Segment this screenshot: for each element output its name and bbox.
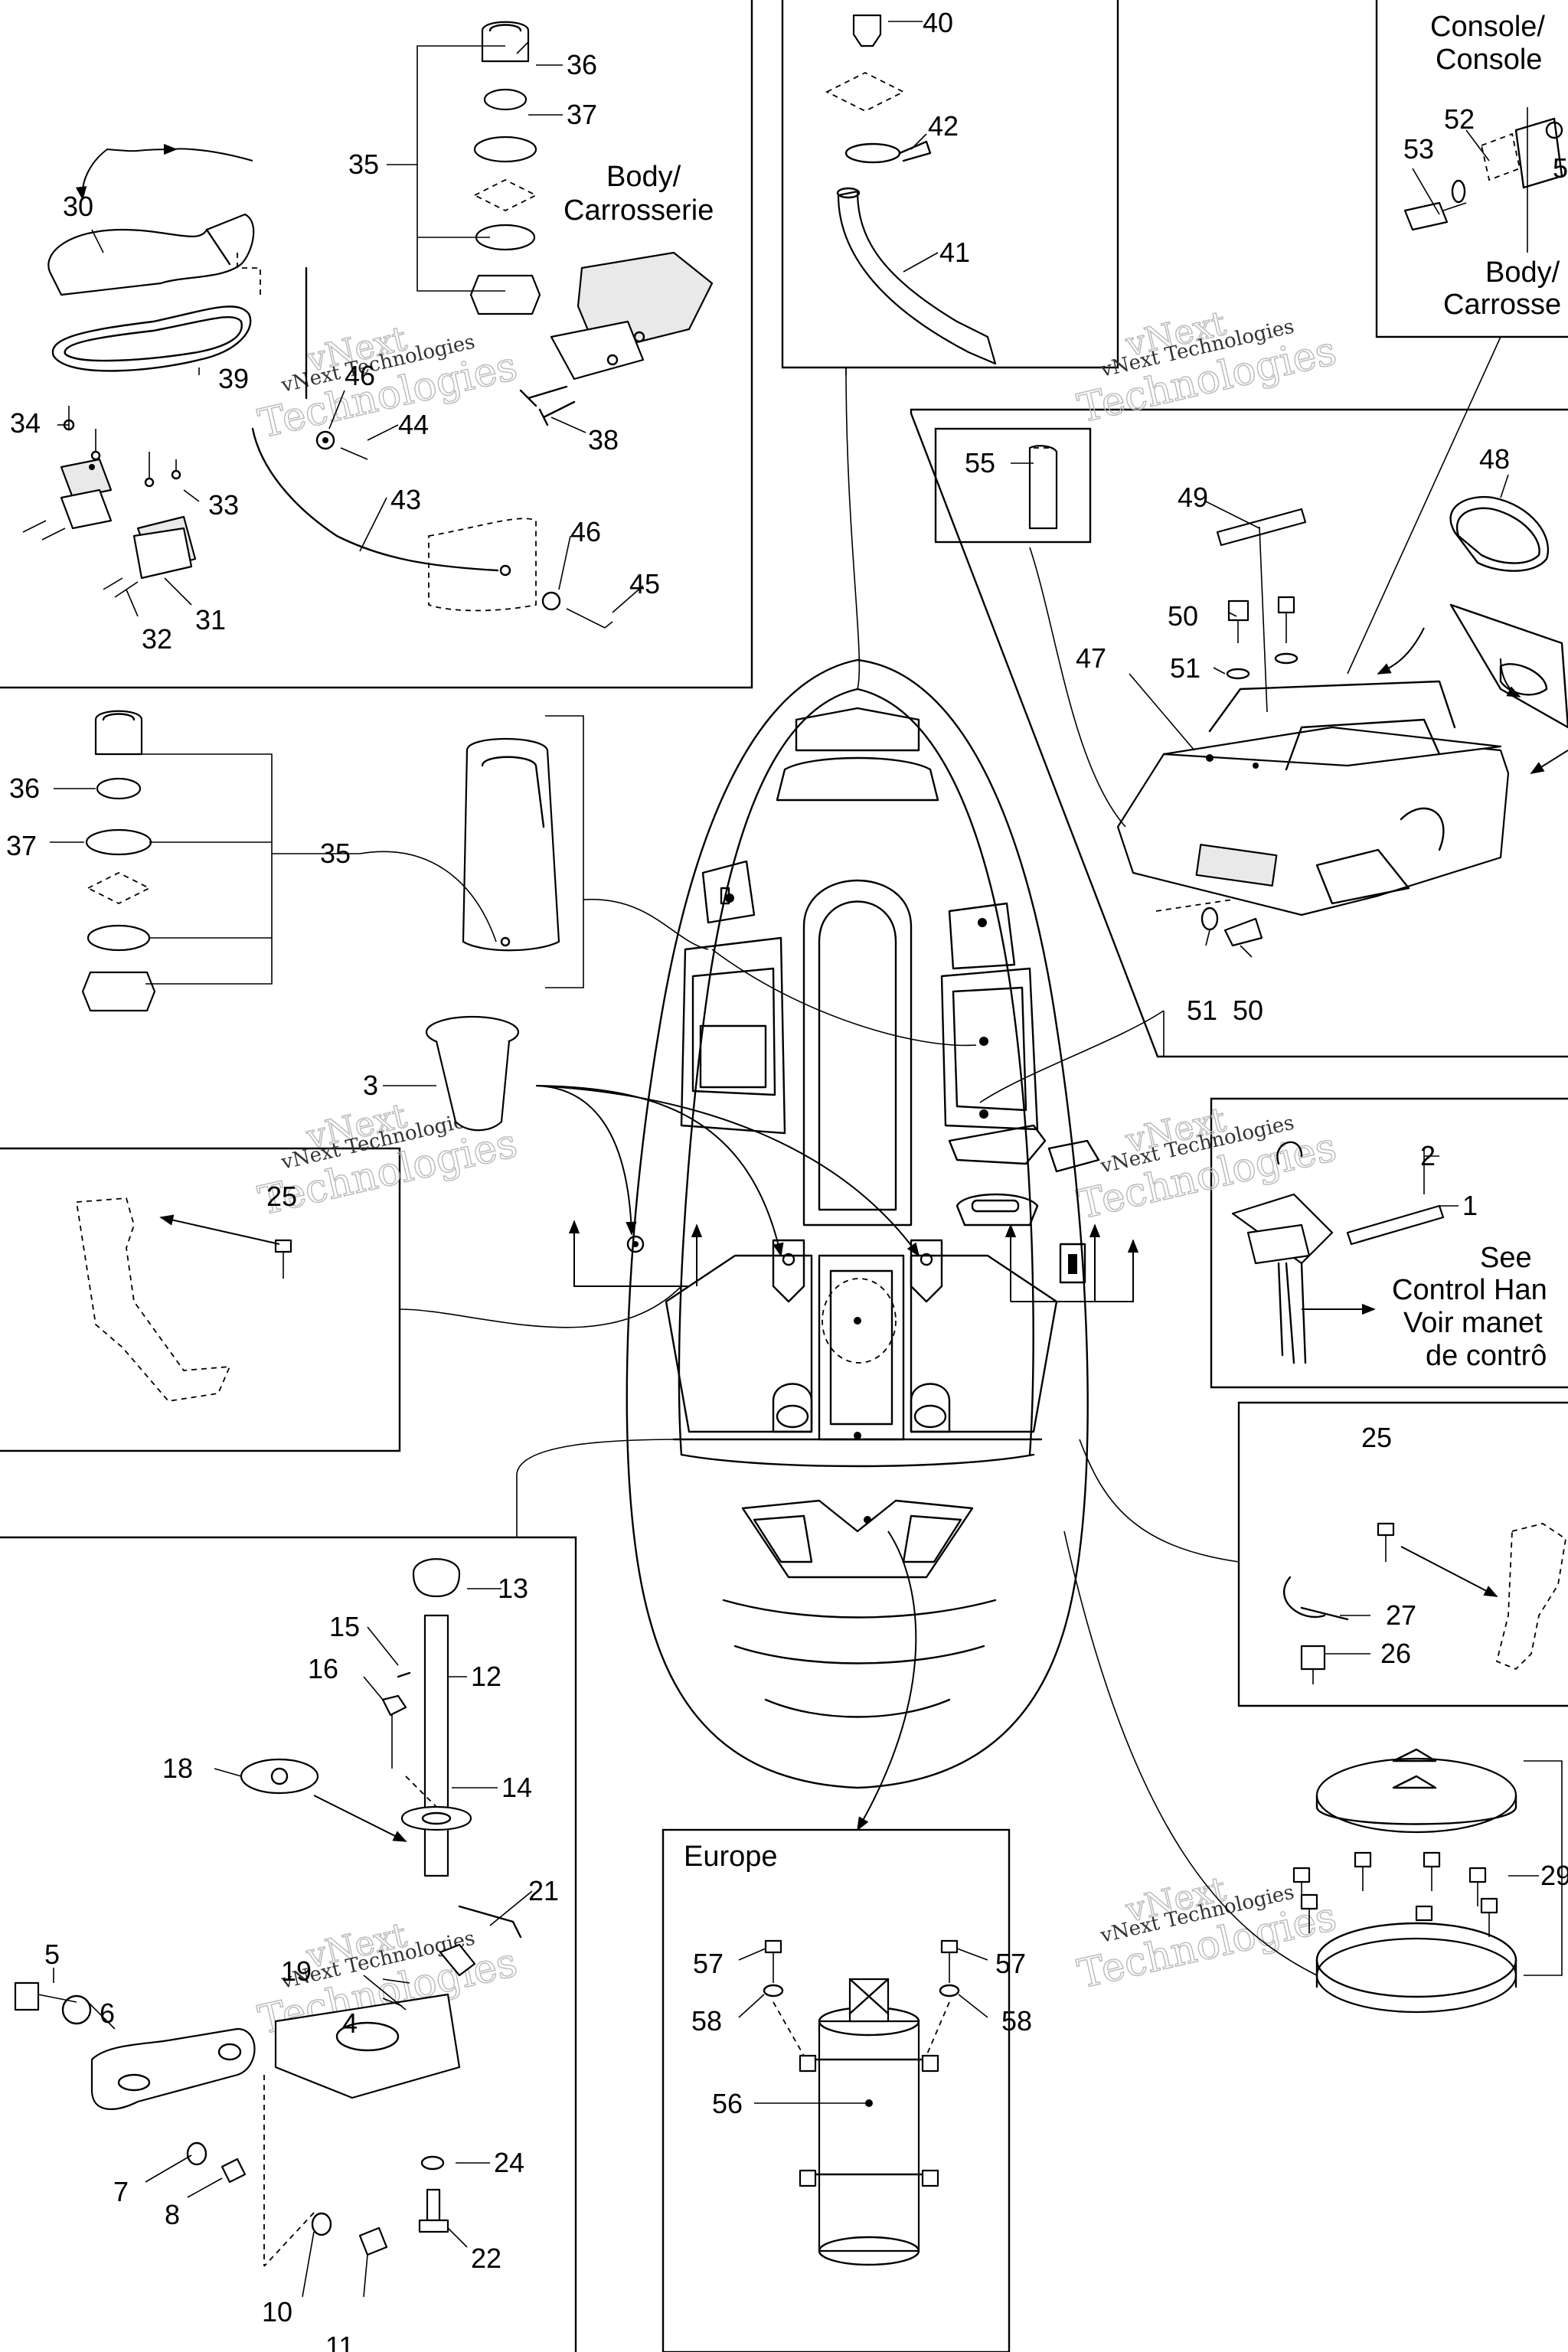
callout-37b: 37 [6, 830, 37, 861]
callout-11: 11 [325, 2331, 354, 2352]
europe-label: Europe [684, 1841, 778, 1873]
callout-10: 10 [262, 2296, 292, 2328]
callout-57b: 57 [995, 1948, 1026, 1979]
console-label: Console/ [1430, 11, 1545, 43]
callout-38: 38 [588, 424, 619, 456]
callout-2: 2 [1420, 1140, 1436, 1171]
see-label: See [1480, 1242, 1532, 1274]
leader-lines [50, 21, 1568, 2298]
de-controle-label: de contrô [1426, 1340, 1547, 1372]
callout-29: 29 [1540, 1860, 1568, 1891]
callout-12: 12 [471, 1661, 501, 1692]
callout-36: 36 [567, 49, 597, 80]
callout-18: 18 [162, 1753, 193, 1784]
callout-5: 5 [44, 1939, 60, 1970]
callout-7: 7 [113, 2176, 129, 2207]
callout-30: 30 [63, 191, 93, 222]
callout-50b: 50 [1233, 995, 1263, 1026]
bearing-stack-top [416, 21, 541, 315]
callout-25b: 25 [1361, 1422, 1392, 1453]
callout-31: 31 [195, 604, 226, 635]
watermarks: vNext vNext Technologies Technologies vN… [253, 303, 1341, 2044]
callout-43: 43 [390, 484, 421, 515]
callout-25a: 25 [266, 1181, 297, 1212]
callout-33: 33 [208, 489, 239, 521]
body-label-fr: Carrosserie [564, 194, 714, 227]
hatch-lid [462, 715, 584, 988]
console-label-fr: Console [1436, 44, 1542, 76]
control-handle [1231, 1141, 1445, 1364]
callout-6: 6 [100, 1998, 115, 2029]
callout-37: 37 [567, 99, 597, 130]
callout-36b: 36 [9, 773, 40, 804]
hose-assembly [825, 14, 997, 365]
console-assembly [1116, 495, 1568, 947]
callout-52: 52 [1444, 103, 1475, 135]
callout-40: 40 [923, 7, 953, 38]
callout-57a: 57 [693, 1948, 724, 1979]
callout-22: 22 [471, 2243, 501, 2274]
hinge-right [103, 452, 197, 598]
callout-56: 56 [712, 2088, 743, 2119]
control-handle-label: Control Han [1392, 1274, 1547, 1306]
steering-assembly [14, 1558, 522, 2267]
callout-58b: 58 [1001, 2005, 1032, 2037]
callout-numbers: 36 37 35 30 39 46 44 34 33 43 46 45 31 3… [6, 7, 1568, 2352]
callout-35: 35 [348, 149, 379, 180]
callout-42: 42 [928, 110, 959, 142]
callout-8: 8 [165, 2199, 180, 2230]
body-bracket [519, 251, 714, 426]
callout-35b: 35 [320, 838, 351, 869]
inspection-cover [1292, 1748, 1563, 2014]
callout-46: 46 [345, 360, 375, 391]
seat-assembly [22, 143, 613, 629]
text-labels: Body/ Carrosserie Console/ Console Body/… [564, 11, 1561, 1873]
callout-21: 21 [528, 1875, 559, 1906]
hull-deck [626, 658, 1100, 1789]
callout-48: 48 [1479, 443, 1510, 475]
callout-51b: 51 [1187, 995, 1217, 1026]
callout-46b: 46 [570, 516, 601, 547]
bracket-25-left [75, 1197, 292, 1402]
bracket-25-right [1283, 1522, 1566, 1684]
callout-50a: 50 [1168, 600, 1198, 632]
callout-26: 26 [1380, 1638, 1411, 1669]
callout-19: 19 [281, 1955, 312, 1987]
strip-55 [1028, 445, 1058, 530]
cup-holder [425, 1015, 520, 1132]
body-label: Body/ [606, 161, 681, 193]
callout-32: 32 [142, 623, 172, 655]
callout-5-partial: 5 [1553, 152, 1568, 184]
callout-34: 34 [10, 407, 41, 439]
callout-58a: 58 [691, 2005, 722, 2037]
callout-45: 45 [629, 568, 660, 599]
callout-14: 14 [501, 1772, 532, 1803]
europe-extinguisher [763, 1939, 960, 2266]
hinge-left [22, 406, 113, 541]
callout-44: 44 [398, 409, 429, 440]
callout-51a: 51 [1170, 652, 1200, 684]
callout-41: 41 [939, 237, 970, 268]
bearing-stack-mid [81, 710, 273, 1012]
callout-4: 4 [342, 2007, 358, 2039]
callout-24: 24 [494, 2147, 524, 2178]
callout-16: 16 [308, 1653, 338, 1684]
voir-manette-label: Voir manet [1403, 1307, 1543, 1339]
callout-53: 53 [1403, 133, 1434, 165]
callout-39: 39 [218, 363, 249, 394]
callout-27: 27 [1386, 1599, 1416, 1631]
callout-3: 3 [363, 1070, 378, 1101]
callout-47: 47 [1076, 642, 1106, 674]
callout-55: 55 [965, 447, 995, 479]
body-label-2-fr: Carrosse [1443, 289, 1561, 321]
body-label-2: Body/ [1485, 256, 1560, 289]
callout-1: 1 [1462, 1190, 1478, 1221]
callout-15: 15 [329, 1611, 360, 1642]
callout-13: 13 [498, 1573, 528, 1604]
callout-49: 49 [1178, 482, 1208, 513]
